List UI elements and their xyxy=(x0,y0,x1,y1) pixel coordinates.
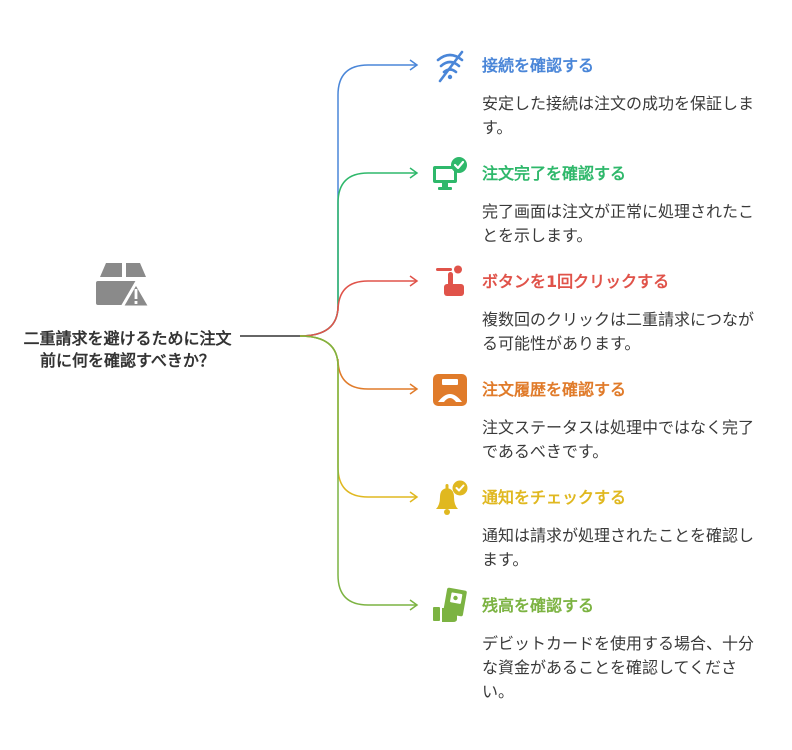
hand-click-icon xyxy=(430,262,470,302)
branch-title: 接続を確認する xyxy=(482,56,595,75)
branch-node: 接続を確認する安定した接続は注文の成功を保証します。 xyxy=(430,46,770,140)
connector-line xyxy=(299,64,416,337)
card-balance-icon xyxy=(430,586,470,626)
connector-arrow xyxy=(409,59,419,71)
bell-check-icon xyxy=(430,478,470,518)
wifi-off-icon xyxy=(430,46,470,86)
branch-node: 注文履歴を確認する注文ステータスは処理中ではなく完了であるべきです。 xyxy=(430,370,770,464)
branch-node: ボタンを1回クリックする複数回のクリックは二重請求につながる可能性があります。 xyxy=(430,262,770,356)
branch-description: 完了画面は注文が正常に処理されたことを示します。 xyxy=(482,202,755,245)
branch-title: ボタンを1回クリックする xyxy=(482,272,670,291)
branch-node: 残高を確認するデビットカードを使用する場合、十分な資金があることを確認してくださ… xyxy=(430,586,770,704)
monitor-check-icon xyxy=(430,154,470,194)
connector-line xyxy=(299,172,416,337)
branch-title: 注文履歴を確認する xyxy=(482,380,627,399)
connector-arrow xyxy=(409,383,419,395)
branch-title: 通知をチェックする xyxy=(482,488,627,507)
branch-description: 注文ステータスは処理中ではなく完了であるべきです。 xyxy=(482,418,755,461)
connector-line xyxy=(299,335,416,606)
branch-description: 複数回のクリックは二重請求につながる可能性があります。 xyxy=(482,310,755,353)
branch-description: 安定した接続は注文の成功を保証します。 xyxy=(482,94,755,137)
root-title: 二重請求を避けるために注文前に何を確認すべきか？ xyxy=(23,329,232,370)
connector-arrow xyxy=(409,167,419,179)
connector-line xyxy=(299,335,416,498)
branch-title: 残高を確認する xyxy=(482,596,595,615)
branch-description: デビットカードを使用する場合、十分な資金があることを確認してください。 xyxy=(482,634,755,701)
package-warning-icon xyxy=(92,257,156,315)
branch-node: 通知をチェックする通知は請求が処理されたことを確認します。 xyxy=(430,478,770,572)
connector-arrow xyxy=(409,275,419,287)
connector-arrow xyxy=(409,599,419,611)
branch-title: 注文完了を確認する xyxy=(482,164,627,183)
connector-line xyxy=(299,280,416,337)
branch-description: 通知は請求が処理されたことを確認します。 xyxy=(482,526,755,569)
connector-line xyxy=(299,335,416,390)
branch-node: 注文完了を確認する完了画面は注文が正常に処理されたことを示します。 xyxy=(430,154,770,248)
connector-arrow xyxy=(409,491,419,503)
order-history-icon xyxy=(430,370,470,410)
